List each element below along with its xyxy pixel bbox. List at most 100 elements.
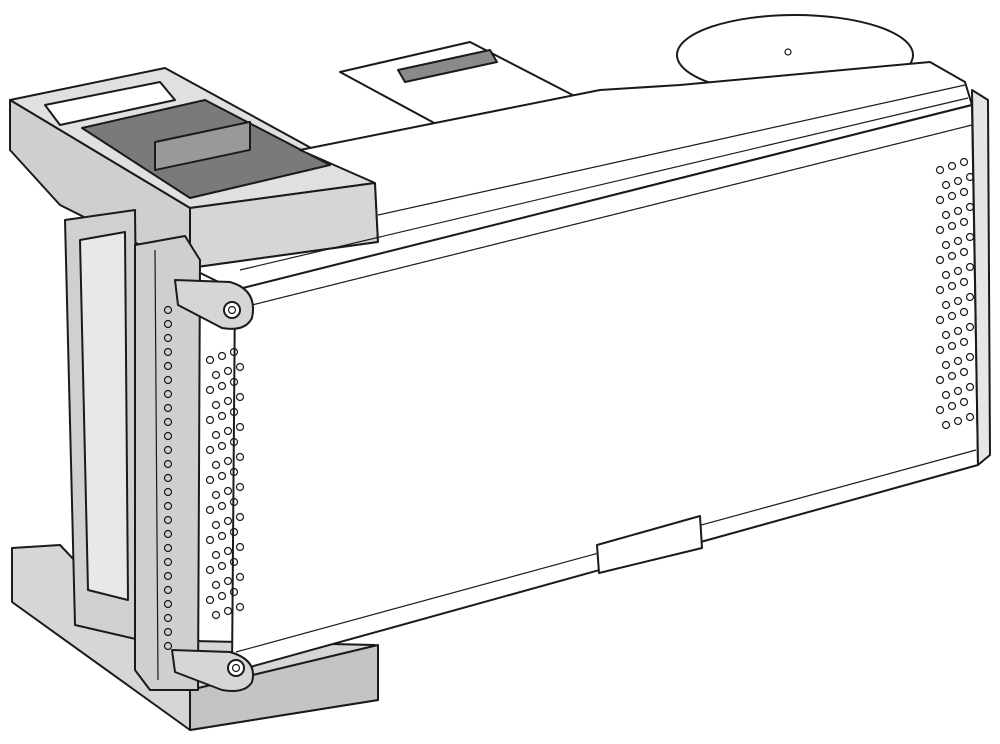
vent-hole: [235, 482, 245, 492]
vent-hole: [235, 572, 245, 582]
vent-hole: [947, 221, 957, 231]
vent-hole: [163, 487, 173, 497]
vent-hole: [211, 580, 221, 590]
vent-hole: [953, 206, 963, 216]
vent-hole: [235, 452, 245, 462]
vent-hole: [211, 520, 221, 530]
vent-hole: [211, 400, 221, 410]
vent-hole: [229, 467, 239, 477]
vent-hole: [217, 501, 227, 511]
vent-hole: [205, 535, 215, 545]
vent-hole: [229, 557, 239, 567]
vent-hole: [965, 352, 975, 362]
vent-hole: [205, 475, 215, 485]
vent-hole: [965, 292, 975, 302]
vent-hole: [223, 486, 233, 496]
vent-hole: [163, 473, 173, 483]
vent-hole: [163, 543, 173, 553]
vent-hole: [163, 515, 173, 525]
vent-hole: [163, 445, 173, 455]
vent-hole: [217, 381, 227, 391]
vent-hole: [953, 386, 963, 396]
vent-hole: [163, 529, 173, 539]
vent-hole: [217, 471, 227, 481]
vent-hole: [217, 531, 227, 541]
vent-hole: [163, 627, 173, 637]
vent-hole: [959, 367, 969, 377]
vent-hole: [965, 232, 975, 242]
vent-hole: [965, 202, 975, 212]
vent-hole: [163, 585, 173, 595]
vent-hole: [935, 345, 945, 355]
vent-hole: [223, 396, 233, 406]
vent-hole: [217, 411, 227, 421]
vent-hole: [953, 416, 963, 426]
vent-hole: [953, 266, 963, 276]
vent-hole: [205, 595, 215, 605]
insert-switch: [154, 120, 251, 172]
vent-hole: [947, 401, 957, 411]
slider-handle: [397, 49, 498, 83]
vent-hole: [953, 356, 963, 366]
vent-hole: [935, 375, 945, 385]
vent-hole: [235, 512, 245, 522]
vent-hole: [965, 262, 975, 272]
top-opening: [44, 81, 176, 126]
vent-hole: [223, 546, 233, 556]
vent-hole: [235, 422, 245, 432]
vent-hole: [205, 355, 215, 365]
vent-hole: [163, 571, 173, 581]
vent-hole: [941, 270, 951, 280]
upper-screw: [223, 301, 241, 319]
vent-hole: [941, 240, 951, 250]
vent-hole: [223, 516, 233, 526]
vent-hole: [217, 441, 227, 451]
vent-hole: [163, 641, 173, 651]
vent-hole: [211, 370, 221, 380]
side-frame-window: [79, 231, 129, 601]
vent-hole: [941, 420, 951, 430]
vent-hole: [205, 415, 215, 425]
vent-hole: [235, 542, 245, 552]
vent-hole: [935, 195, 945, 205]
vent-hole: [217, 561, 227, 571]
vent-hole: [947, 251, 957, 261]
vent-hole: [163, 361, 173, 371]
vent-hole: [941, 180, 951, 190]
vent-hole: [163, 347, 173, 357]
vent-hole: [953, 296, 963, 306]
ventilation-holes: [163, 157, 975, 651]
vent-hole: [229, 407, 239, 417]
vent-hole: [947, 341, 957, 351]
vent-hole: [163, 375, 173, 385]
vent-hole: [223, 576, 233, 586]
vent-hole: [163, 613, 173, 623]
vent-hole: [941, 300, 951, 310]
vent-hole: [205, 565, 215, 575]
vent-hole: [965, 172, 975, 182]
vent-hole: [935, 405, 945, 415]
vent-hole: [211, 550, 221, 560]
vent-hole: [229, 497, 239, 507]
vent-hole: [941, 360, 951, 370]
vent-hole: [947, 311, 957, 321]
vent-hole: [229, 377, 239, 387]
vent-hole: [211, 460, 221, 470]
vent-hole: [235, 392, 245, 402]
vent-hole: [205, 385, 215, 395]
vent-hole: [235, 362, 245, 372]
vent-hole: [163, 333, 173, 343]
vent-hole: [959, 277, 969, 287]
label-plate: [596, 515, 703, 574]
vent-hole: [163, 501, 173, 511]
vent-hole: [211, 610, 221, 620]
vent-hole: [947, 281, 957, 291]
vent-hole: [947, 371, 957, 381]
bottom-foot-front: [189, 644, 379, 731]
vent-hole: [163, 305, 173, 315]
vent-hole: [935, 255, 945, 265]
vent-hole: [163, 459, 173, 469]
vent-hole: [941, 390, 951, 400]
vent-hole: [935, 225, 945, 235]
